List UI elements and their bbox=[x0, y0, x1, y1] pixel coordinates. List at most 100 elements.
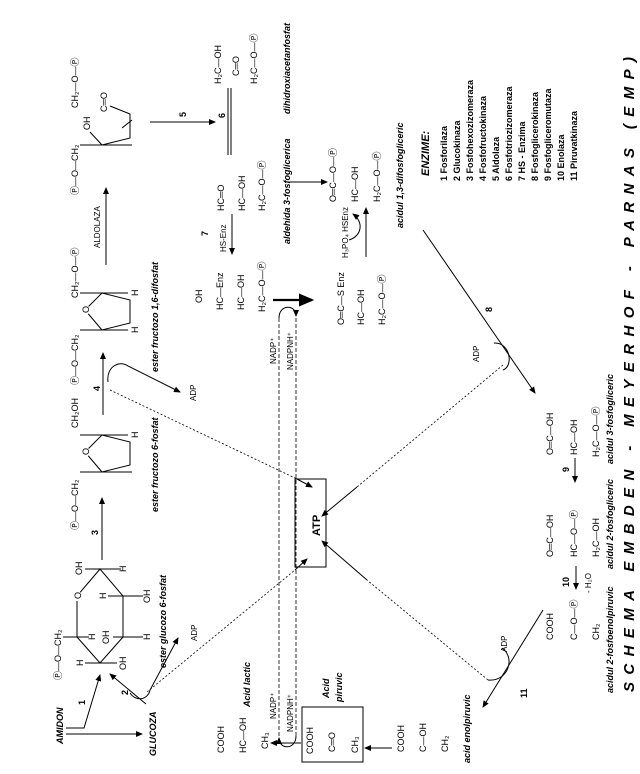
formula-text: O bbox=[81, 448, 91, 455]
formula-text: Ⓟ—O—CH₂ bbox=[70, 334, 80, 385]
formula-text: H₂C—OH bbox=[213, 45, 223, 84]
label-h2o: - H₂O bbox=[584, 573, 593, 593]
enolpyruvic-acid: COOH C—OH CH₂ bbox=[396, 723, 450, 752]
formula-text: COOH bbox=[216, 726, 226, 753]
formula-text: H bbox=[118, 566, 128, 573]
enzyme-item: 1 Fosforilaza bbox=[439, 125, 449, 181]
formula-text: O═C—OH bbox=[545, 413, 555, 455]
atp-arrow bbox=[321, 540, 368, 581]
3-phosphoglycerate: O═C—OH HC—OH H₂C—O—Ⓟ bbox=[545, 407, 601, 458]
enzyme-item: 6 Fosfotriozizomeraza bbox=[504, 85, 514, 181]
formula-text: OH bbox=[194, 290, 204, 304]
fructose-cleavage-intermediate: Ⓟ—O—CH₂ OH CH₂—O—Ⓟ C═O bbox=[70, 58, 133, 195]
label-adp: ADP bbox=[189, 385, 198, 401]
enzyme-item: 10 Enolaza bbox=[556, 133, 566, 181]
arrow-step-2 bbox=[109, 673, 147, 705]
atp-arrow bbox=[294, 477, 313, 488]
step-9: 9 bbox=[561, 467, 571, 472]
label-bpg: acidul 1,3-difosfogliceric bbox=[395, 122, 405, 228]
formula-text: HC—OH bbox=[236, 275, 246, 311]
enzyme-item: 4 Fosfofructokinaza bbox=[478, 95, 488, 181]
formula-text: COOH bbox=[396, 725, 406, 752]
formula-text: O═C—O—Ⓟ bbox=[328, 148, 338, 202]
nadp-curl-bottom bbox=[276, 735, 297, 748]
formula-text: H bbox=[98, 593, 108, 600]
label-aldolaza: ALDOLAZA bbox=[93, 206, 102, 248]
label-adp: ADP bbox=[500, 636, 509, 652]
formula-text: HC═O bbox=[216, 185, 226, 211]
formula-text: CH₃ bbox=[260, 732, 270, 749]
arrow-step-1 bbox=[66, 674, 102, 729]
pyruvic-box bbox=[301, 706, 364, 763]
lactic-acid: COOH HC—OH CH₃ bbox=[216, 718, 270, 754]
adp-curl-8 bbox=[493, 342, 510, 371]
label-pep: acidul 2-fosfoenolpiruvic bbox=[605, 586, 615, 693]
dihydroxyacetone-phosphate: H₂C—OH C═O H₂C—O—Ⓟ bbox=[213, 34, 259, 85]
formula-text: HC—OH bbox=[569, 420, 579, 456]
atp-arrow bbox=[321, 486, 358, 517]
step-11: 11 bbox=[519, 688, 529, 698]
label-adp: ADP bbox=[190, 625, 199, 641]
step-6: 6 bbox=[217, 113, 227, 118]
label-gap: aldehida 3-fosfoglicerica bbox=[282, 138, 292, 244]
formula-text: C═O bbox=[99, 92, 109, 112]
formula-text: O═C—OH bbox=[545, 515, 555, 557]
label-dhap: dihidroxiacetanfosfat bbox=[282, 22, 292, 114]
glucose-6-phosphate: Ⓟ—O—CH₂ O H OH H OH H H OH OH H bbox=[53, 562, 152, 681]
label-g6p: ester glucozo 6-fosfat bbox=[158, 574, 168, 668]
enzyme-item: 8 Fosfoglicerokinaza bbox=[530, 91, 540, 181]
formula-text: HC—Enz bbox=[215, 272, 225, 310]
label-h3po4: H₃PO₄ HSEnz bbox=[341, 207, 350, 258]
step-5: 5 bbox=[178, 112, 188, 117]
enzyme-item: 2 Glucokinaza bbox=[452, 119, 462, 181]
formula-text: H bbox=[87, 634, 97, 641]
formula-text: CH₃ bbox=[350, 736, 360, 753]
adp-curl-4 bbox=[107, 363, 181, 393]
label-f16bp: ester fructozo 1,6-difosfat bbox=[150, 261, 160, 372]
formula-text: CH₂OH bbox=[70, 398, 80, 428]
glyceraldehyde-3-phosphate: HC═O HC—OH H₂C—O—Ⓟ bbox=[216, 161, 267, 212]
atp-link-8 bbox=[356, 364, 504, 488]
atp-arrow bbox=[294, 558, 308, 571]
formula-text: H bbox=[75, 660, 85, 667]
atp-link-11 bbox=[366, 579, 489, 681]
step-7: 7 bbox=[200, 231, 210, 236]
formula-text: C—O—Ⓟ bbox=[569, 599, 579, 640]
enzyme-adduct: OH HC—Enz HC—OH H₂C—O—Ⓟ bbox=[194, 262, 267, 313]
pyruvic-acid: COOH C═O CH₃ bbox=[305, 727, 360, 754]
formula-text: CH₂—O—Ⓟ bbox=[70, 248, 80, 299]
formula-text: COOH bbox=[305, 727, 315, 754]
label-nadpnh: NADPNH⁺ bbox=[286, 332, 295, 370]
formula-text: Ⓟ—O—CH₂ bbox=[70, 144, 80, 195]
formula-text: O bbox=[81, 306, 91, 313]
nadp-curl-top bbox=[278, 306, 299, 319]
formula-text: C—OH bbox=[418, 723, 428, 752]
formula-text: H₂C—O—Ⓟ bbox=[372, 152, 382, 203]
formula-text: C═O bbox=[327, 732, 337, 752]
formula-text: OH bbox=[74, 562, 84, 576]
enzyme-item: 7 HS - Enzima bbox=[517, 120, 527, 181]
step-3: 3 bbox=[90, 530, 100, 535]
label-enolpyruvic: acid enolpiruvic bbox=[462, 694, 472, 763]
formula-text: CH₂ bbox=[591, 623, 601, 640]
formula-text: OH bbox=[82, 117, 92, 131]
fructose-1-6-diphosphate: Ⓟ—O—CH₂ CH₂—O—Ⓟ O H H bbox=[70, 248, 140, 386]
formula-text: H₂C—O—Ⓟ bbox=[257, 262, 267, 313]
label-adp: ADP bbox=[472, 346, 481, 362]
formula-text: HC—OH bbox=[350, 167, 360, 203]
arrow-step-11 bbox=[482, 609, 544, 708]
formula-text: HC—O—Ⓟ bbox=[569, 510, 579, 557]
formula-text: OH bbox=[118, 657, 128, 671]
enzyme-item: 11 Piruvatkinaza bbox=[569, 110, 579, 181]
formula-text: O═C—S Enz bbox=[336, 272, 346, 325]
label-pg3: acidul 3-fosfogliceric bbox=[605, 374, 615, 464]
formula-text: H bbox=[130, 327, 140, 334]
label-glucoza: GLUCOZA bbox=[148, 712, 158, 757]
formula-text: H bbox=[130, 290, 140, 297]
formula-text: HC—OH bbox=[238, 718, 248, 754]
atp-box bbox=[294, 478, 327, 568]
enzyme-item: 9 Fosfogliceromutaza bbox=[543, 87, 553, 181]
formula-text: Ⓟ—O—CH₂ bbox=[53, 629, 63, 680]
formula-text: H₂C—OH bbox=[591, 518, 601, 557]
